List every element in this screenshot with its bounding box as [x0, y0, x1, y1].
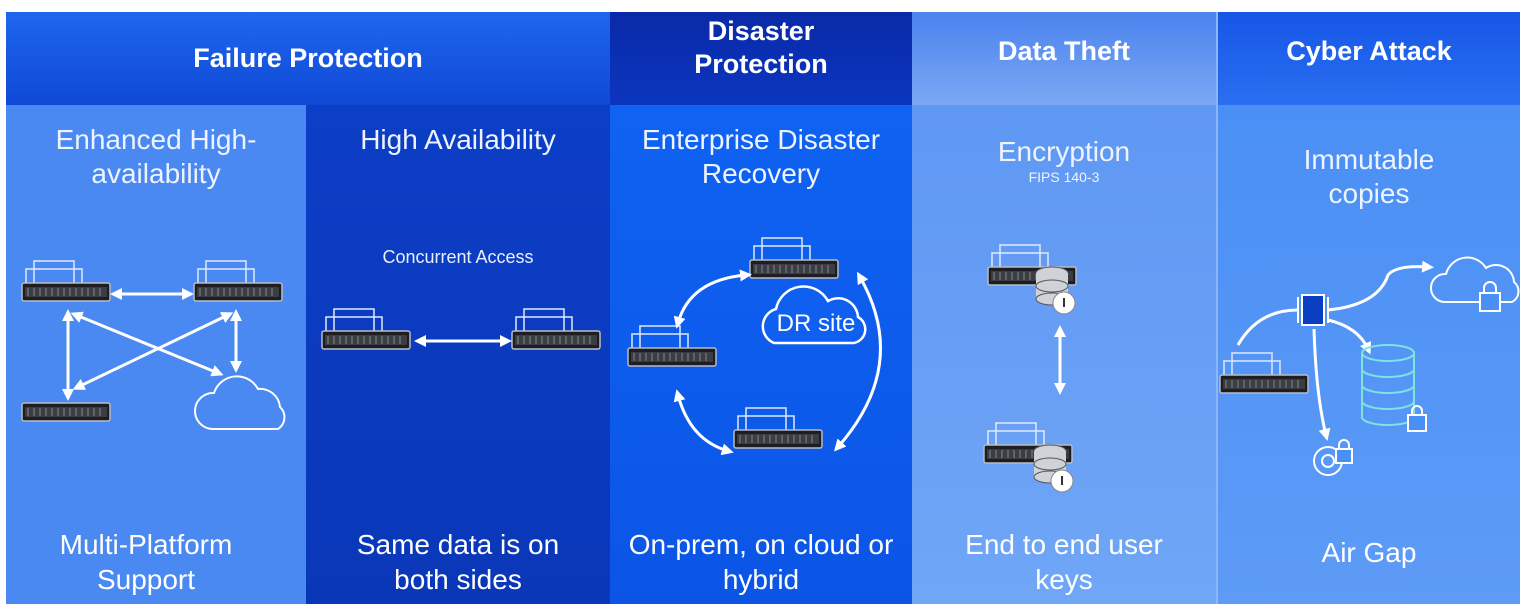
- cloud-icon: DR site: [761, 285, 867, 345]
- column-enhanced-high-availability: Enhanced High-availability: [6, 105, 306, 604]
- air-gap-diagram: [1219, 256, 1520, 476]
- column-title: Enhanced High-availability: [55, 124, 257, 189]
- server-icon: [1219, 352, 1309, 394]
- column-footer: Air Gap: [1321, 537, 1417, 568]
- concurrent-access-label: Concurrent Access: [382, 247, 534, 267]
- disaster-recovery-diagram: DR site: [627, 237, 882, 456]
- dr-site-label: DR site: [777, 310, 856, 337]
- replication-arrows: [673, 269, 882, 456]
- column-footer: Same data is on both sides: [356, 529, 560, 595]
- header-label: Failure Protection: [193, 43, 423, 73]
- switch-icon: [1297, 294, 1329, 326]
- high-availability-diagram: [321, 308, 601, 350]
- database-icon: [1361, 344, 1415, 426]
- column-title: Encryption FIPS 140-3: [912, 135, 1216, 185]
- server-icon: [749, 237, 839, 279]
- lock-icon: [1479, 281, 1501, 312]
- column-encryption: Encryption FIPS 140-3 End to end user ke…: [912, 105, 1216, 604]
- cloud-icon: [193, 375, 286, 430]
- airgap-arrows: [1236, 260, 1434, 441]
- enhanced-ha-diagram: [21, 260, 286, 430]
- header-disaster-protection: Disaster Protection: [610, 12, 912, 105]
- cloud-icon: [1429, 256, 1520, 303]
- header-label: Cyber Attack: [1286, 36, 1452, 66]
- column-enterprise-disaster-recovery: Enterprise Disaster Recovery DR site On-…: [610, 105, 912, 604]
- encryption-diagram: [983, 244, 1077, 493]
- lock-icon: [1407, 405, 1427, 432]
- column-footer: On-prem, on cloud or hybrid: [628, 529, 894, 595]
- encryption-title: Encryption: [997, 136, 1131, 167]
- header-label: Data Theft: [997, 36, 1130, 66]
- column-immutable-copies: Immutable copies: [1216, 105, 1520, 604]
- server-icon: [627, 325, 717, 367]
- column-footer: End to end user keys: [965, 529, 1163, 595]
- header-data-theft: Data Theft: [912, 12, 1216, 105]
- connection-arrows: [62, 288, 242, 401]
- column-title: Enterprise Disaster Recovery: [641, 124, 881, 189]
- server-icon: [321, 308, 411, 350]
- header-cyber-attack: Cyber Attack: [1216, 12, 1520, 105]
- server-icon: [733, 407, 823, 449]
- server-icon: [21, 260, 111, 302]
- server-icon: [511, 308, 601, 350]
- column-title: Immutable copies: [1303, 144, 1435, 209]
- fips-label: FIPS 140-3: [1028, 169, 1100, 185]
- lock-icon: [1335, 439, 1353, 464]
- header-label: Disaster Protection: [694, 15, 828, 79]
- header-failure-protection: Failure Protection: [6, 12, 610, 105]
- column-footer: Multi-Platform Support: [59, 529, 233, 595]
- server-icon: [193, 260, 283, 302]
- server-icon: [21, 402, 111, 422]
- column-title: High Availability: [360, 124, 556, 155]
- column-high-availability: High Availability Concurrent Access Same…: [306, 105, 610, 604]
